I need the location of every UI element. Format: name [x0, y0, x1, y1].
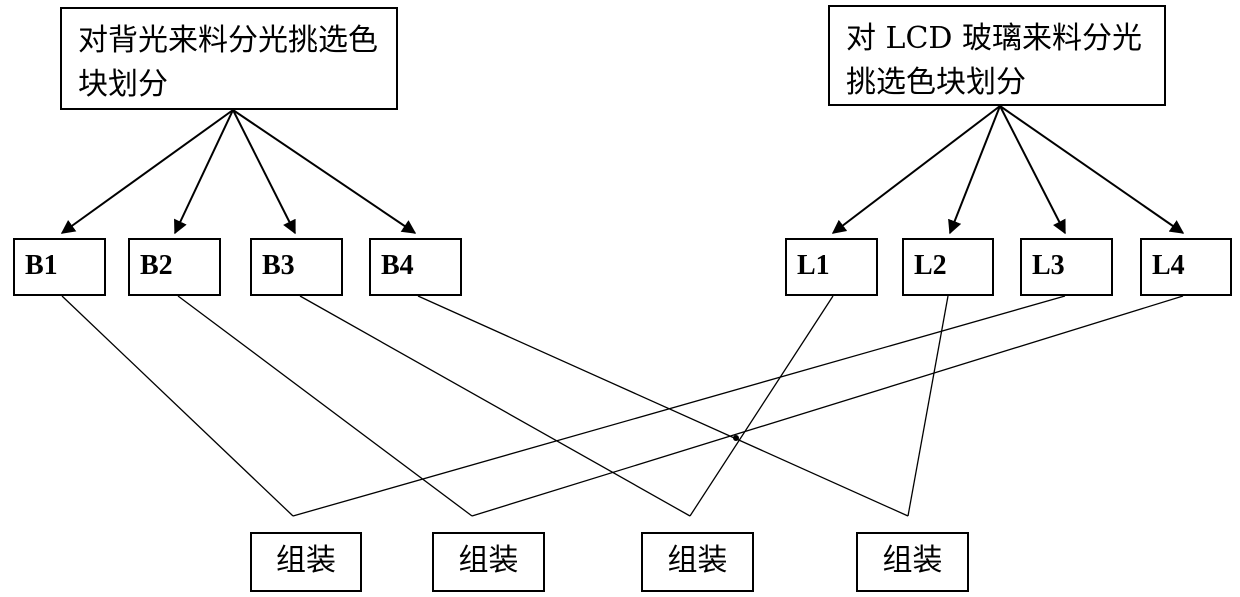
junction-dot	[733, 435, 739, 441]
link-b1-to-assembly-1	[62, 296, 293, 516]
bin-l1: L1	[785, 238, 878, 296]
bin-b2: B2	[128, 238, 221, 296]
assembly-1-label: 组装	[276, 543, 336, 578]
arrow-left-source-to-b2	[175, 110, 233, 233]
arrow-left-source-to-b3	[233, 110, 295, 233]
left-source-box: 对背光来料分光挑选色块划分	[60, 7, 398, 110]
bin-l3: L3	[1020, 238, 1113, 296]
bin-b3-label: B3	[262, 250, 295, 281]
link-b2-to-assembly-2	[178, 296, 472, 516]
assembly-box-2: 组装	[432, 532, 545, 592]
assembly-4-label: 组装	[883, 543, 943, 578]
right-source-box: 对 LCD 玻璃来料分光挑选色块划分	[828, 5, 1166, 106]
bin-l4-label: L4	[1152, 250, 1185, 281]
right-source-label: 对 LCD 玻璃来料分光挑选色块划分	[846, 21, 1142, 100]
bin-b3: B3	[250, 238, 343, 296]
assembly-3-label: 组装	[668, 543, 728, 578]
assembly-box-4: 组装	[856, 532, 969, 592]
bin-b2-label: B2	[140, 250, 173, 281]
bin-b1-label: B1	[25, 250, 58, 281]
link-b4-to-assembly-4	[418, 296, 908, 516]
bin-l4: L4	[1140, 238, 1232, 296]
bin-l2-label: L2	[914, 250, 947, 281]
bin-b4: B4	[369, 238, 462, 296]
arrow-left-source-to-b1	[62, 110, 233, 233]
bin-b4-label: B4	[381, 250, 414, 281]
assembly-box-3: 组装	[641, 532, 754, 592]
bin-l3-label: L3	[1032, 250, 1065, 281]
link-l2-to-assembly-4	[908, 296, 948, 516]
arrow-right-source-to-l3	[1000, 106, 1065, 233]
link-l1-to-assembly-3	[690, 296, 833, 516]
bin-b1: B1	[13, 238, 106, 296]
bin-l1-label: L1	[797, 250, 830, 281]
link-l4-to-assembly-2	[472, 296, 1183, 516]
arrow-left-source-to-b4	[233, 110, 415, 233]
arrow-right-source-to-l4	[1000, 106, 1183, 233]
link-b3-to-assembly-3	[300, 296, 690, 516]
link-l3-to-assembly-1	[293, 296, 1065, 516]
assembly-2-label: 组装	[459, 543, 519, 578]
bin-l2: L2	[902, 238, 994, 296]
left-source-label: 对背光来料分光挑选色块划分	[78, 23, 378, 102]
assembly-box-1: 组装	[250, 532, 362, 592]
